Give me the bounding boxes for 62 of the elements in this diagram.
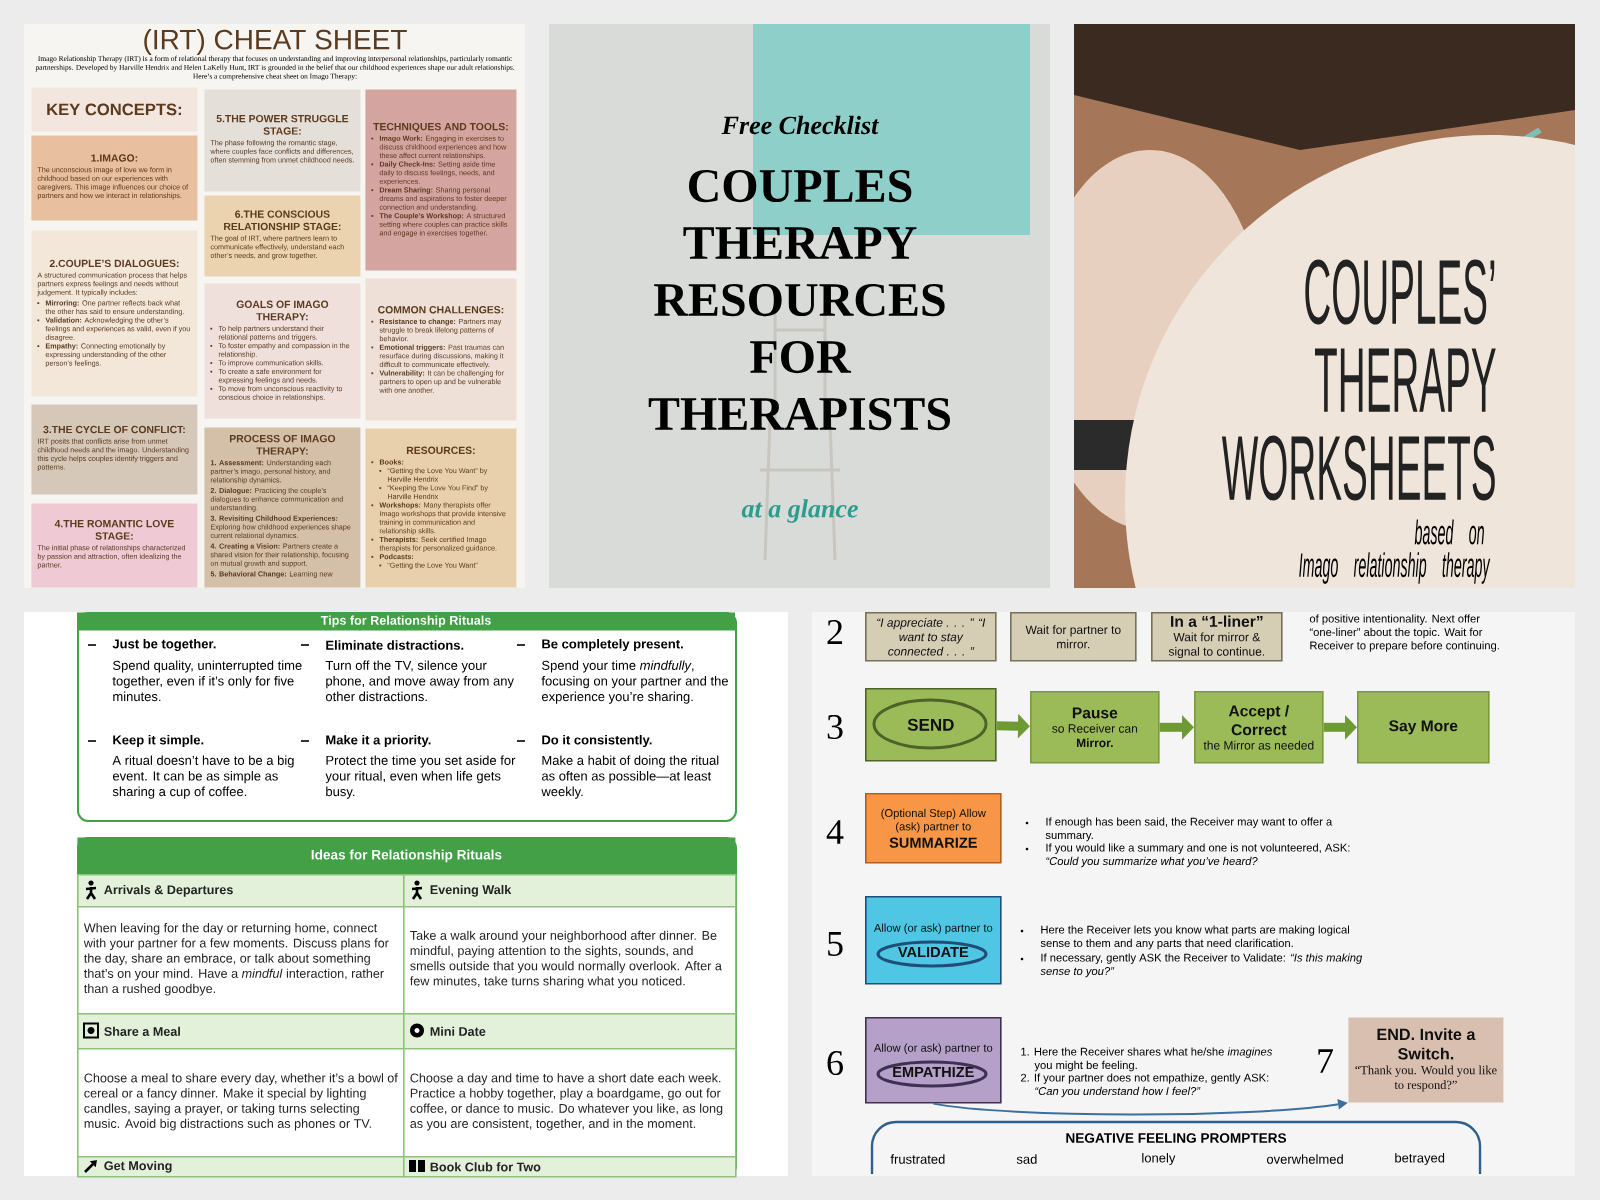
info-card: KEY CONCEPTS: [31, 87, 198, 132]
feeling-word: lonely [1142, 1152, 1176, 1166]
step-box: Allow (or ask) partner to EMPATHIZE [865, 1017, 1002, 1104]
step-box: SEND [865, 688, 997, 762]
table-header: Ideas for Relationship Rituals [77, 837, 736, 875]
step-box: Allow (or ask) partner to VALIDATE [865, 896, 1002, 985]
cover-subtitle: Imago relationship therapy [1299, 552, 1491, 584]
cover-tagline: at a glance [741, 499, 858, 523]
tip-text: Turn off the TV, silence your phone, and move away from any other distractions. [325, 660, 514, 702]
tip-heading: Keep it simple. [87, 734, 204, 748]
table-cell: Choose a day and time to have a short date each week. Practice a hobby together, play a boardgame, go out for coffee, or dance to music. Do whatever you like, as long as you are consistent, together, and in the moment. [403, 1048, 737, 1158]
tip-text: Make a habit of doing the ritual as often as possible—at least weekly. [541, 755, 719, 799]
tip-heading: Eliminate distractions. [300, 640, 464, 650]
list-item: If enough has been said, the Receiver may want to offer a summary. [1025, 817, 1333, 842]
table-header-cell: Mini Date [403, 1013, 737, 1050]
table-header-cell: Share a Meal [77, 1013, 405, 1050]
step-box: “I appreciate . . . ” “I want to stay connected . . . ” [865, 612, 997, 662]
cover-subtitle: based on [1414, 519, 1484, 545]
list-item: Here the Receiver lets you know what parts are making logical sense to them and any parts that need clarification. [1020, 925, 1349, 950]
table-header-cell: Evening Walk [403, 874, 737, 908]
tip-text: A ritual doesn’t have to be a big event. It can be as simple as sharing a cup of coffee. [112, 755, 294, 799]
tip-text: Spend your time mindfully, focusing on your partner and the experience you’re sharing. [541, 660, 728, 704]
step-box: (Optional Step) Allow (ask) partner to SUMMARIZE [865, 793, 1002, 864]
sheet-title: (IRT) CHEAT SHEET [144, 28, 407, 56]
step-box: Say More [1357, 691, 1490, 764]
list-item: If you would like a summary and one is not volunteered, ASK: “Could you summarize what you’ve heard? [1025, 843, 1350, 868]
feeling-word: overwhelmed [1266, 1154, 1343, 1164]
table-header-cell: Arrivals & Departures [77, 874, 405, 908]
step-box: Wait for partner to mirror. [1010, 612, 1137, 662]
step-number: 4 [826, 820, 844, 844]
list-item: 2. If your partner does not empathize, gently ASK: “Can you understand how I feel?” [1021, 1073, 1269, 1098]
list-item: If necessary, gently ASK the Receiver to Validate: “Is this making sense to you?” [1020, 953, 1363, 978]
feeling-word: betrayed [1395, 1152, 1445, 1166]
step-number: 5 [828, 932, 843, 956]
cover-title: COUPLES THERAPY RESOURCES FOR THERAPISTS [648, 169, 950, 431]
step-box: END. Invite a Switch. “Thank you. Would you like to respond?” [1348, 1017, 1504, 1103]
table-header-cell: Book Club for Two [403, 1156, 737, 1178]
tip-text: Protect the time you set aside for your ritual, even when life gets busy. [325, 755, 516, 799]
box-heading: NEGATIVE FEELING PROMPTERS [1066, 1133, 1287, 1143]
step-box: In a “1-liner” Wait for mirror & signal to continue. [1151, 612, 1283, 662]
feeling-word: sad [1016, 1154, 1037, 1164]
panel-header: Tips for Relationship Rituals [77, 612, 735, 631]
tip-heading: Just be together. [87, 638, 216, 652]
step-number: 2 [827, 620, 843, 644]
feeling-word: frustrated [890, 1154, 945, 1164]
table-cell: Take a walk around your neighborhood after dinner. Be mindful, paying attention to the sights, sounds, and smells outside that you would normally overlook. After a few minutes, take turns sharing what you noticed. [403, 906, 737, 1015]
tip-heading: Do it consistently. [516, 734, 652, 748]
cover-subtitle: Free Checklist [721, 115, 880, 135]
table-cell: When leaving for the day or returning home, connect with your partner for a few moments. Discuss plans for the day, share an embrace, or talk about something that’s on your mind. Have a mindful interaction, rather than a rushed goodbye. [77, 906, 405, 1015]
tip-text: Spend quality, uninterrupted time together, even if it’s only for five minutes. [112, 660, 302, 702]
note-text: of positive intentionality. Next offer “one-liner” about the topic. Wait for Receiver to prepare before continuing. [1309, 614, 1499, 652]
table-header-cell: Get Moving [77, 1156, 405, 1178]
step-box: Pause so Receiver can Mirror. [1030, 691, 1160, 764]
step-box: Accept / Correct the Mirror as needed [1194, 691, 1324, 764]
cover-title: COUPLES’ THERAPY WORKSHEETS [1221, 259, 1496, 501]
step-number: 6 [827, 1050, 843, 1076]
step-number: 7 [1318, 1049, 1333, 1073]
table-cell: Choose a meal to share every day, whether it’s a bowl of cereal or a fancy dinner. Make it special by lighting candles, saying a prayer, or taking turns selecting music. Avoid big distractions such as phones or TV. [77, 1048, 405, 1158]
list-item: 1. Here the Receiver shares what he/she imagines you might be feeling. [1021, 1047, 1273, 1072]
tip-heading: Make it a priority. [300, 734, 431, 748]
step-number: 3 [827, 714, 843, 740]
tip-heading: Be completely present. [516, 638, 683, 652]
